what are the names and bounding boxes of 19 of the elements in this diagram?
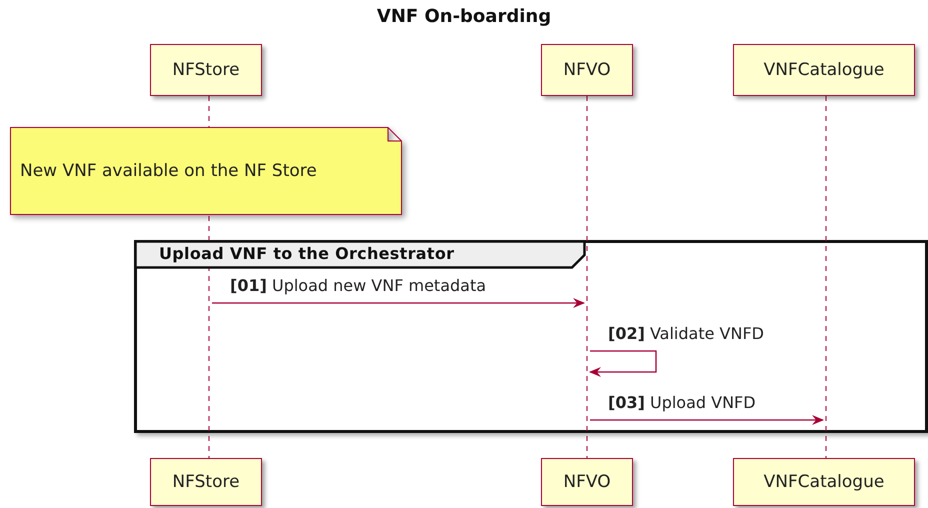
participant-box: NFVO: [541, 458, 633, 506]
message-label: [03] Upload VNFD: [608, 393, 756, 412]
group-title: Upload VNF to the Orchestrator: [159, 244, 454, 263]
participant-box: VNFCatalogue: [733, 44, 915, 96]
message-label: [01] Upload new VNF metadata: [230, 276, 486, 295]
note-text: New VNF available on the NF Store: [20, 161, 317, 181]
group-title-tab: [134, 240, 586, 269]
message-arrow: [590, 415, 824, 425]
lifeline: [823, 96, 829, 458]
note-box: [10, 127, 402, 215]
lifeline: [584, 96, 590, 458]
participant-box: NFVO: [541, 44, 633, 96]
self-message-arrow: [589, 350, 657, 377]
participant-box: NFStore: [150, 44, 262, 96]
message-arrow: [212, 298, 585, 308]
participant-box: VNFCatalogue: [733, 458, 915, 506]
participant-box: NFStore: [150, 458, 262, 506]
diagram-title: VNF On-boarding: [376, 6, 552, 27]
message-label: [02] Validate VNFD: [608, 324, 764, 343]
